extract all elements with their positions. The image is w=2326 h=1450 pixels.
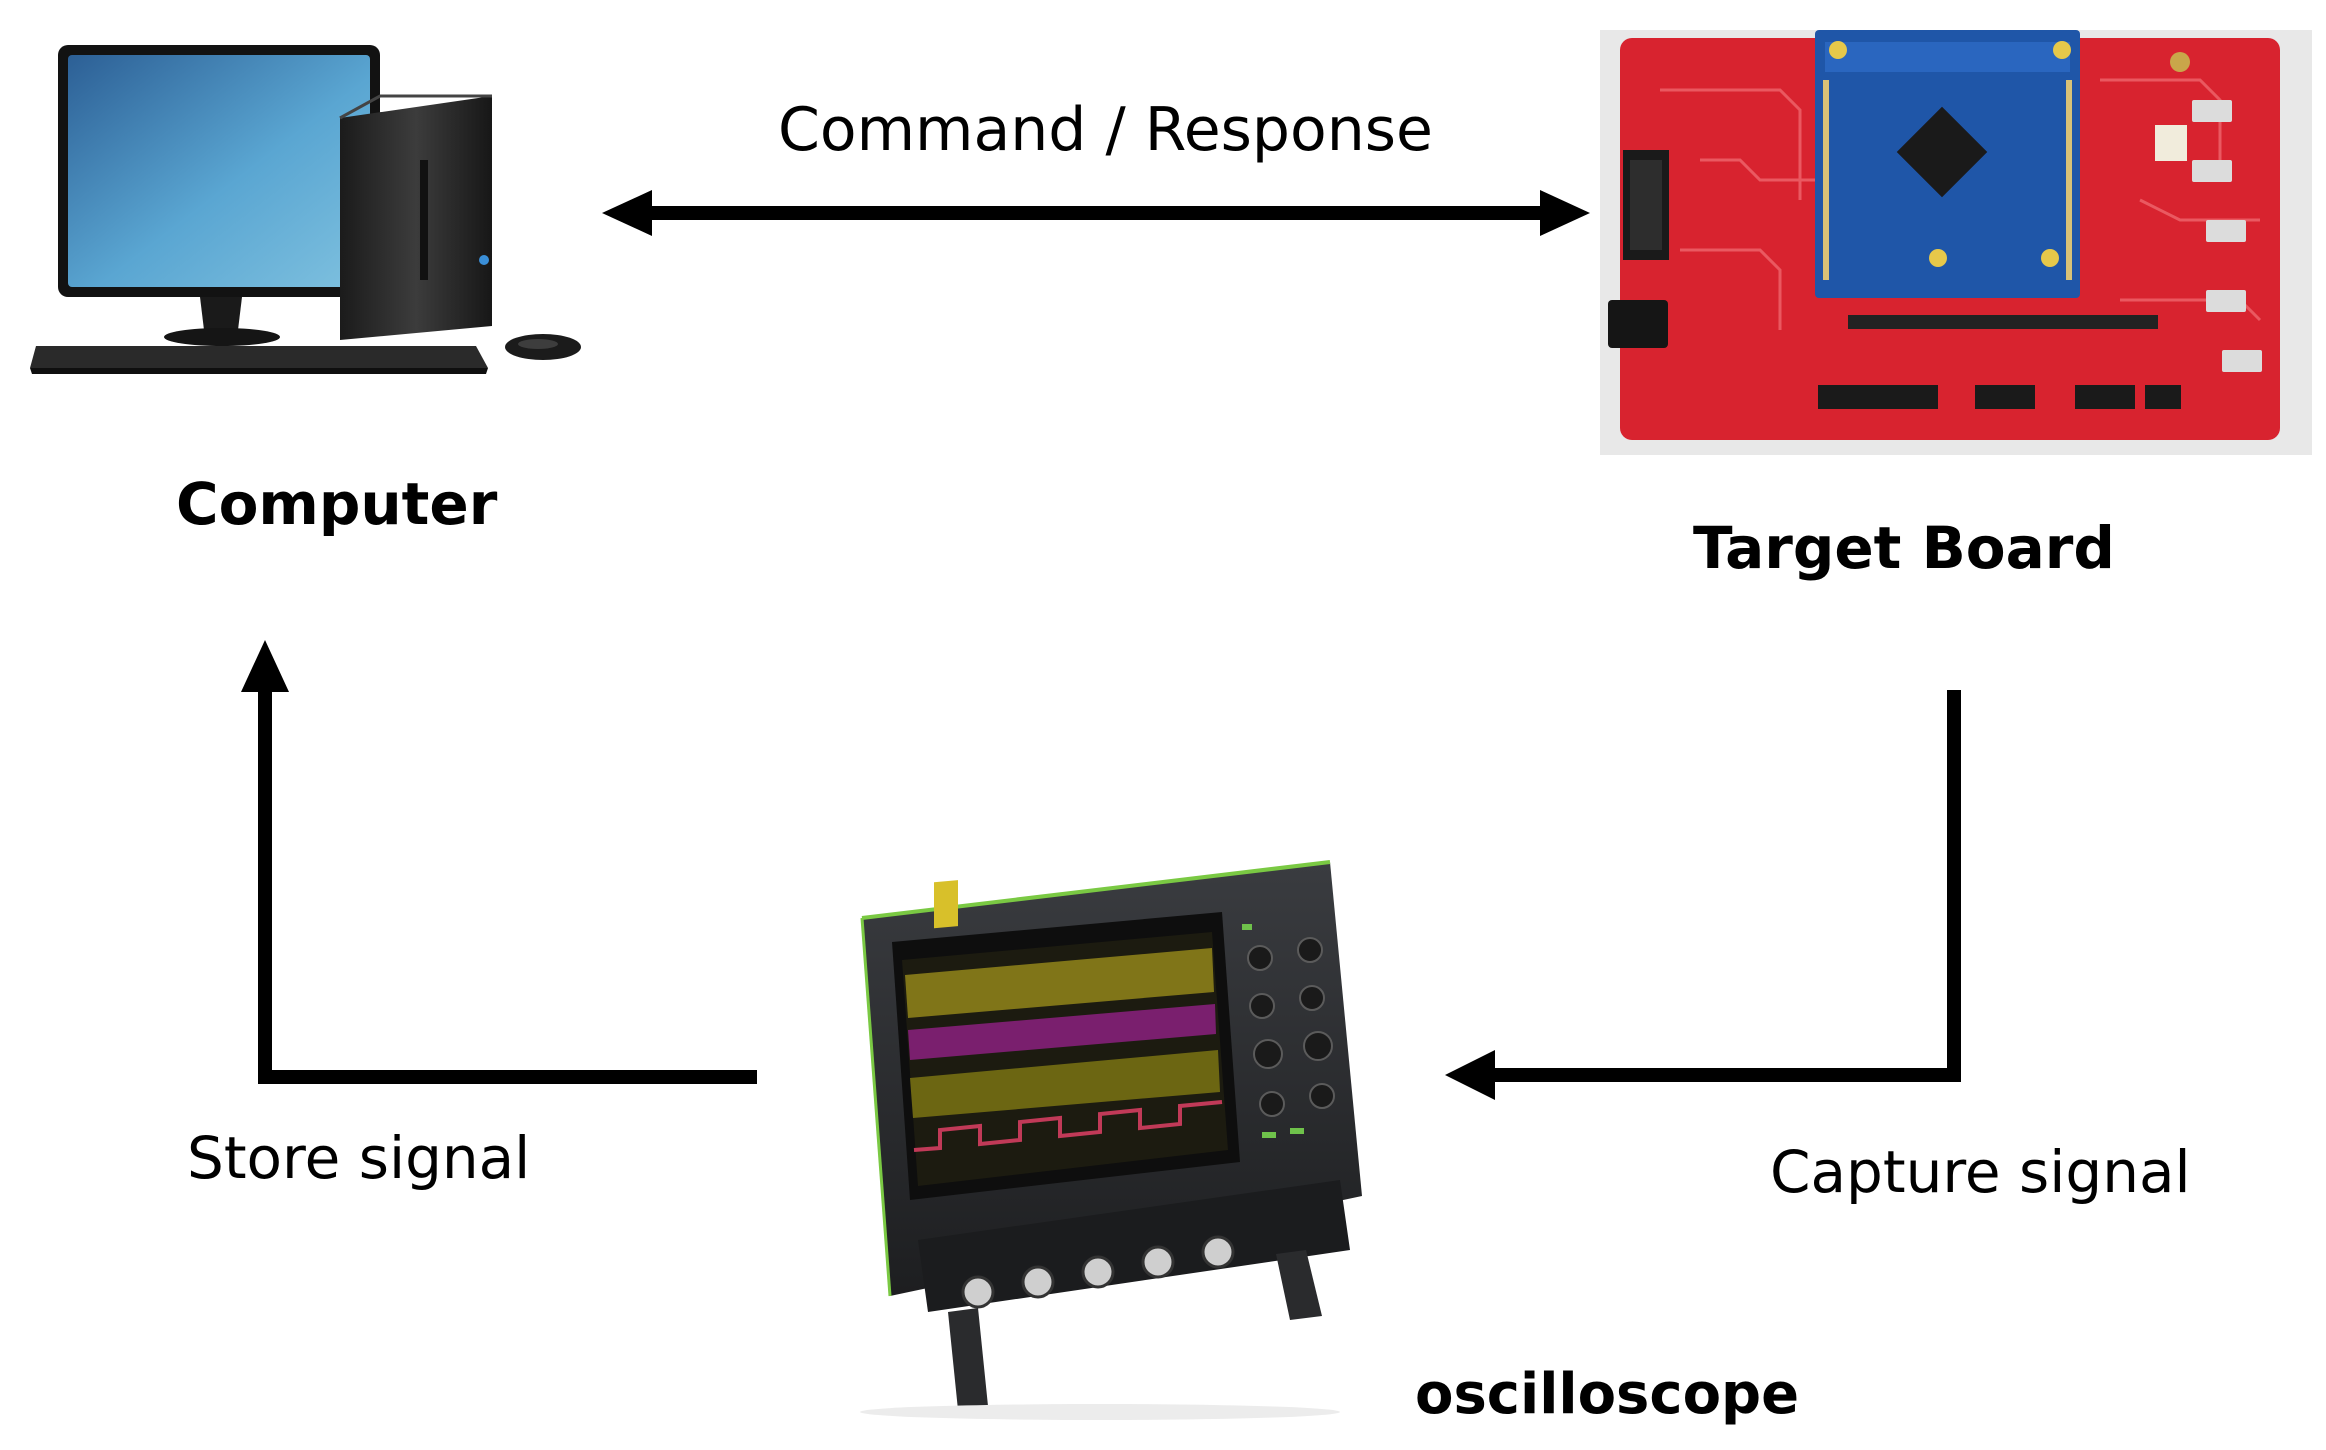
circuit-board-icon bbox=[1600, 30, 2312, 455]
command-response-label: Command / Response bbox=[778, 95, 1433, 165]
capture-signal-label: Capture signal bbox=[1770, 1138, 2191, 1206]
oscilloscope-label: oscilloscope bbox=[1415, 1362, 1800, 1427]
computer-icon bbox=[30, 45, 581, 374]
command-response-arrow bbox=[602, 190, 1590, 236]
store-signal-arrow bbox=[241, 640, 757, 1084]
capture-signal-arrow bbox=[1445, 690, 1961, 1100]
store-signal-label: Store signal bbox=[187, 1124, 531, 1192]
oscilloscope-icon bbox=[860, 860, 1362, 1420]
computer-label: Computer bbox=[176, 470, 498, 538]
target-board-label: Target Board bbox=[1693, 514, 2115, 582]
